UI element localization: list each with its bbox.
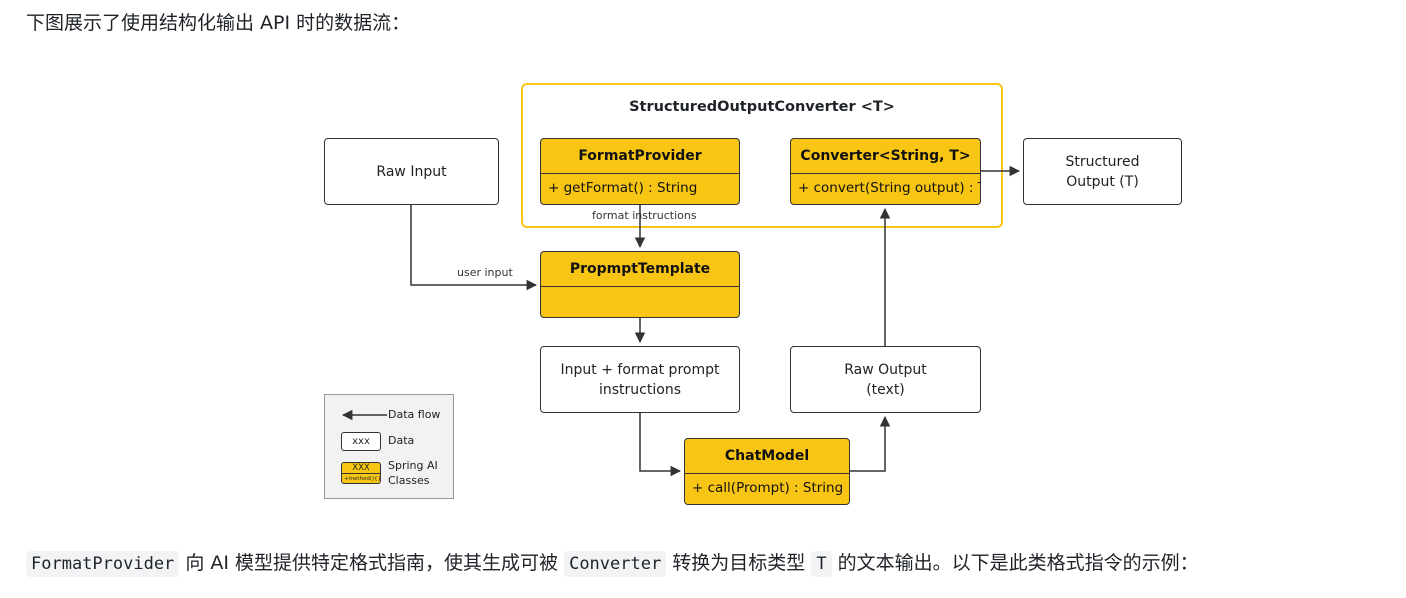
footer-text: FormatProvider 向 AI 模型提供特定格式指南，使其生成可被 Co…: [26, 548, 1199, 579]
format-instructions-label: format instructions: [592, 209, 697, 222]
format-provider-method: + getFormat() : String: [548, 180, 698, 196]
footer-text-1: 向 AI 模型提供特定格式指南，使其生成可被: [185, 552, 559, 574]
legend-arrow-icon: [341, 409, 387, 421]
format-provider-name: FormatProvider: [541, 139, 739, 174]
legend-class-sample-name: XXX: [342, 463, 380, 474]
input-format-line-2: instructions: [599, 381, 681, 398]
input-format-line-1: Input + format prompt: [560, 361, 720, 378]
structured-output-line-2: Output (T): [1066, 173, 1139, 190]
container-title: StructuredOutputConverter <T>: [629, 99, 895, 115]
raw-output-line-2: (text): [866, 381, 905, 398]
raw-input-label: Raw Input: [376, 163, 447, 180]
arrow-chat-model-to-raw-output: [850, 415, 891, 472]
arrow-raw-input-to-prompt-template: [410, 205, 538, 291]
structured-output-line-1: Structured: [1065, 153, 1140, 170]
legend-class-sample-method: +method(){}: [344, 476, 381, 482]
legend-data-flow-label: Data flow: [388, 408, 441, 421]
legend-spring-label-line-1: Spring AI: [388, 459, 438, 472]
footer-text-2: 转换为目标类型: [672, 552, 806, 574]
legend-class-sample: XXX +method(){}: [341, 462, 381, 484]
legend-data-sample: xxx: [341, 432, 381, 451]
prompt-template-class: PropmptTemplate: [540, 251, 740, 318]
chat-model-class: ChatModel + call(Prompt) : String: [684, 438, 850, 505]
diagram-legend: Data flow xxx Data XXX +method(){} Sprin…: [324, 394, 454, 499]
legend-data-label: Data: [388, 434, 415, 447]
raw-input-box: Raw Input: [324, 138, 499, 205]
footer-code-t: T: [811, 551, 832, 577]
footer-text-3: 的文本输出。以下是此类格式指令的示例：: [837, 552, 1199, 574]
converter-method: + convert(String output) : T: [798, 180, 981, 196]
prompt-template-name: PropmptTemplate: [541, 252, 739, 287]
legend-spring-label-line-2: Classes: [388, 474, 430, 487]
chat-model-method: + call(Prompt) : String: [692, 480, 844, 496]
intro-text: 下图展示了使用结构化输出 API 时的数据流：: [26, 12, 411, 34]
input-format-box: Input + format prompt instructions: [540, 346, 740, 413]
raw-output-line-1: Raw Output: [844, 361, 927, 378]
converter-class: Converter<String, T> + convert(String ou…: [790, 138, 981, 205]
raw-output-box: Raw Output (text): [790, 346, 981, 413]
structured-output-box: Structured Output (T): [1023, 138, 1182, 205]
footer-code-format-provider: FormatProvider: [26, 551, 180, 577]
footer-code-converter: Converter: [564, 551, 667, 577]
converter-name: Converter<String, T>: [791, 139, 980, 174]
user-input-label: user input: [457, 266, 513, 279]
legend-data-sample-text: xxx: [352, 436, 370, 447]
chat-model-name: ChatModel: [685, 439, 849, 474]
format-provider-class: FormatProvider + getFormat() : String: [540, 138, 740, 205]
arrow-input-format-to-chat-model: [639, 413, 682, 477]
